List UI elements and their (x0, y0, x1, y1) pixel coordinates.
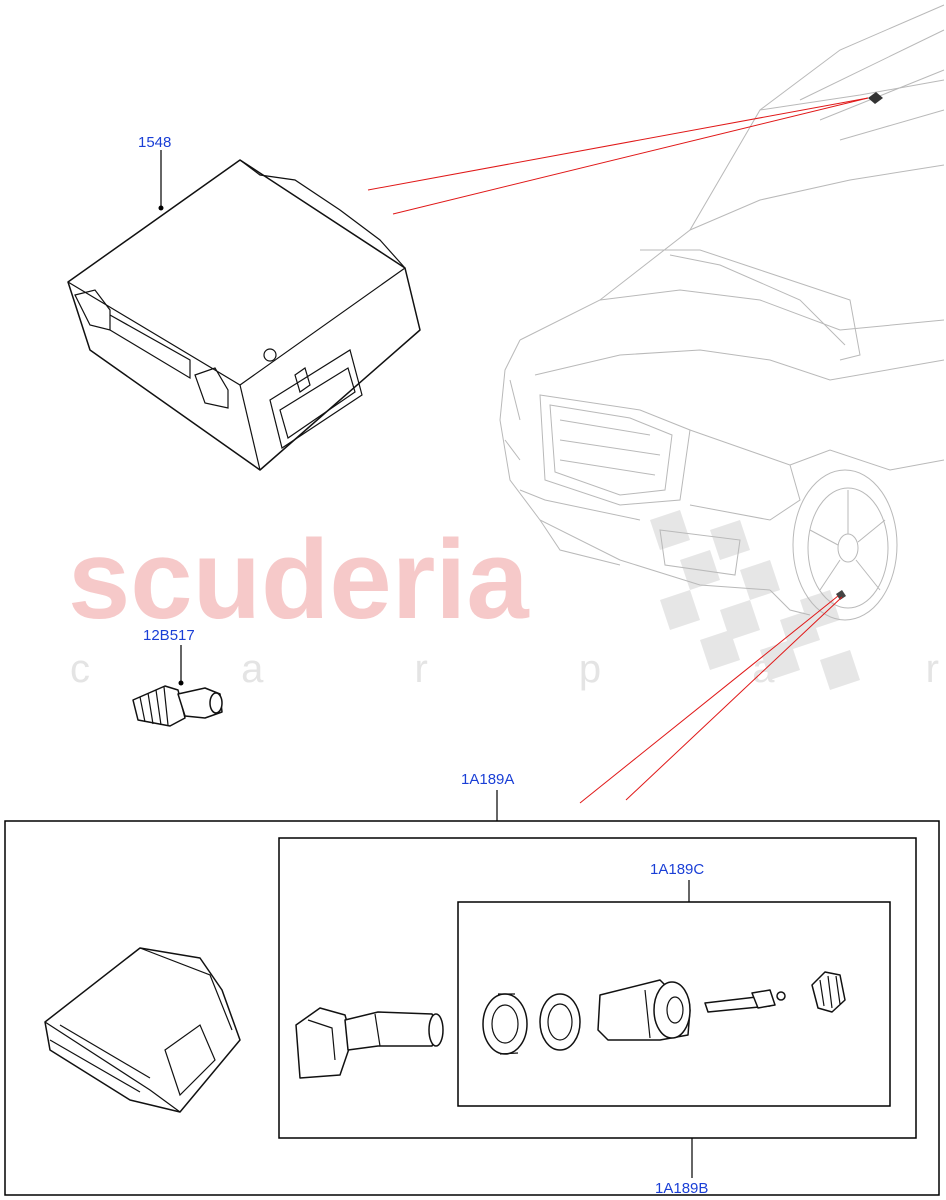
valve-marker (836, 590, 846, 600)
watermark: scuderia c a r p a r t s (68, 510, 946, 691)
grommet-part (482, 993, 528, 1055)
sensor-kit-box (4, 820, 940, 1196)
pointer-lines (367, 97, 869, 804)
callout-1a189a: 1A189A (461, 771, 514, 788)
valve-cap-part (132, 645, 223, 727)
callout-labels: 1548 12B517 1A189A 1A189C 1A189B (138, 134, 708, 1197)
sensor-assembly-box (278, 837, 917, 1139)
valve-parts-kit-box (457, 901, 891, 1107)
watermark-tagline: c a r p a r t s (70, 647, 946, 691)
roof-antenna-marker (868, 92, 883, 104)
cap-part (811, 971, 846, 1013)
control-module-part (67, 150, 421, 471)
tpms-sensor-part (44, 947, 241, 1113)
vehicle-outline (499, 4, 945, 621)
callout-1a189c: 1A189C (650, 861, 704, 878)
washer-part (539, 993, 581, 1051)
valve-kit-parts (482, 971, 846, 1055)
nut-part (597, 979, 691, 1041)
watermark-brand: scuderia (68, 517, 529, 642)
callout-1a189b: 1A189B (655, 1180, 708, 1197)
callout-1548: 1548 (138, 134, 171, 151)
callout-12b517: 12B517 (143, 627, 195, 644)
valve-core-part (704, 989, 786, 1013)
valve-stem-part (295, 1007, 444, 1079)
